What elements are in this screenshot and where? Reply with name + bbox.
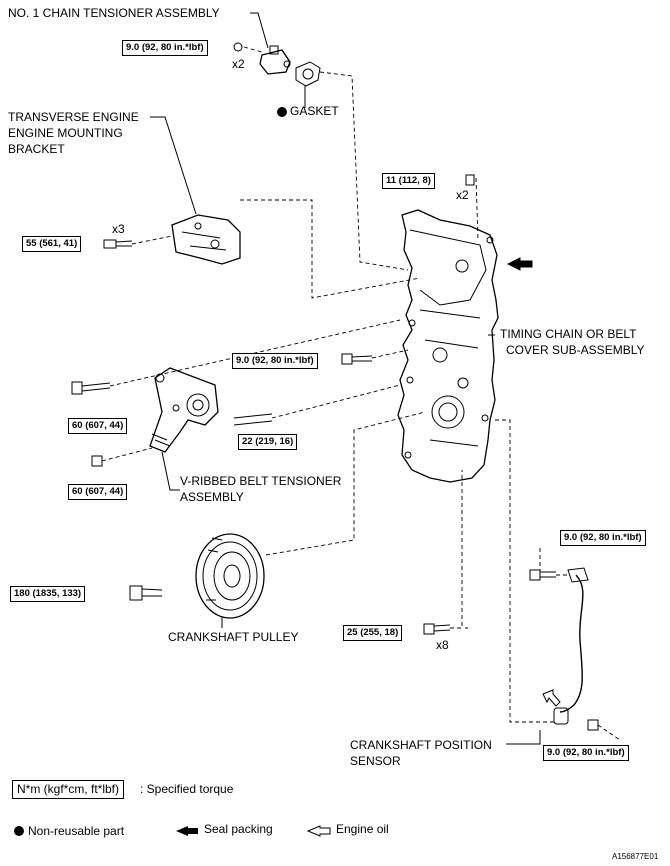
gasket-non-reusable-dot	[277, 107, 287, 117]
torque-stud: 22 (219, 16)	[238, 434, 298, 450]
legend-engine-oil: Engine oil	[336, 822, 389, 836]
torque-cover-nut: 11 (112, 8)	[382, 173, 435, 189]
legend-non-reusable: Non-reusable part	[28, 824, 125, 838]
torque-mount-bracket: 55 (561, 41)	[22, 236, 82, 252]
torque-sensor-bottom: 9.0 (92, 80 in.*lbf)	[543, 745, 629, 761]
torque-sensor-top: 9.0 (92, 80 in.*lbf)	[560, 530, 646, 546]
legend-seal-packing: Seal packing	[204, 822, 273, 836]
label-crank-sensor-2: SENSOR	[350, 754, 401, 768]
torque-cover-bolt: 9.0 (92, 80 in.*lbf)	[232, 353, 318, 369]
label-mount-bracket-2: ENGINE MOUNTING	[8, 126, 123, 140]
label-mount-bracket-1: TRANSVERSE ENGINE	[8, 110, 139, 124]
qty-chain-tensioner: x2	[232, 57, 245, 71]
legend-seal-arrow	[176, 826, 198, 836]
label-timing-cover-2: COVER SUB-ASSEMBLY	[506, 343, 645, 357]
non-reusable-dot	[14, 826, 24, 836]
torque-tensioner-bolt: 60 (607, 44)	[68, 418, 128, 434]
label-crank-pulley: CRANKSHAFT PULLEY	[168, 630, 299, 644]
mount-bracket	[171, 214, 241, 265]
qty-cover-nut: x2	[456, 188, 469, 202]
label-chain-tensioner: NO. 1 CHAIN TENSIONER ASSEMBLY	[8, 6, 220, 20]
chain-tensioner-body	[259, 49, 291, 75]
bolts	[71, 174, 599, 731]
label-mount-bracket-3: BRACKET	[8, 142, 65, 156]
label-belt-tensioner-2: ASSEMBLY	[180, 490, 244, 504]
label-timing-cover-1: TIMING CHAIN OR BELT	[500, 327, 637, 341]
torque-chain-tensioner: 9.0 (92, 80 in.*lbf)	[122, 40, 208, 56]
label-gasket: GASKET	[290, 104, 339, 118]
engine-oil-arrow	[542, 689, 561, 707]
qty-mount-bracket: x3	[112, 222, 125, 236]
gasket	[295, 61, 321, 87]
crankshaft-pulley	[195, 533, 265, 619]
label-belt-tensioner-1: V-RIBBED BELT TENSIONER	[180, 474, 342, 488]
figure-id: A156877E01	[612, 852, 659, 861]
timing-cover-outline	[397, 209, 499, 483]
torque-cover-bolts: 25 (255, 18)	[343, 625, 403, 641]
legend-unit: N*m (kgf*cm, ft*lbf)	[12, 780, 125, 799]
seal-packing-arrow	[506, 257, 533, 271]
torque-tensioner-nut: 60 (607, 44)	[68, 484, 128, 500]
legend-oil-arrow	[306, 825, 331, 837]
label-crank-sensor-1: CRANKSHAFT POSITION	[350, 738, 492, 752]
qty-cover-bolts: x8	[436, 638, 449, 652]
legend-unit-desc: : Specified torque	[140, 782, 234, 796]
torque-crank-pulley: 180 (1835, 133)	[10, 586, 86, 602]
crank-sensor-wire	[559, 574, 584, 713]
